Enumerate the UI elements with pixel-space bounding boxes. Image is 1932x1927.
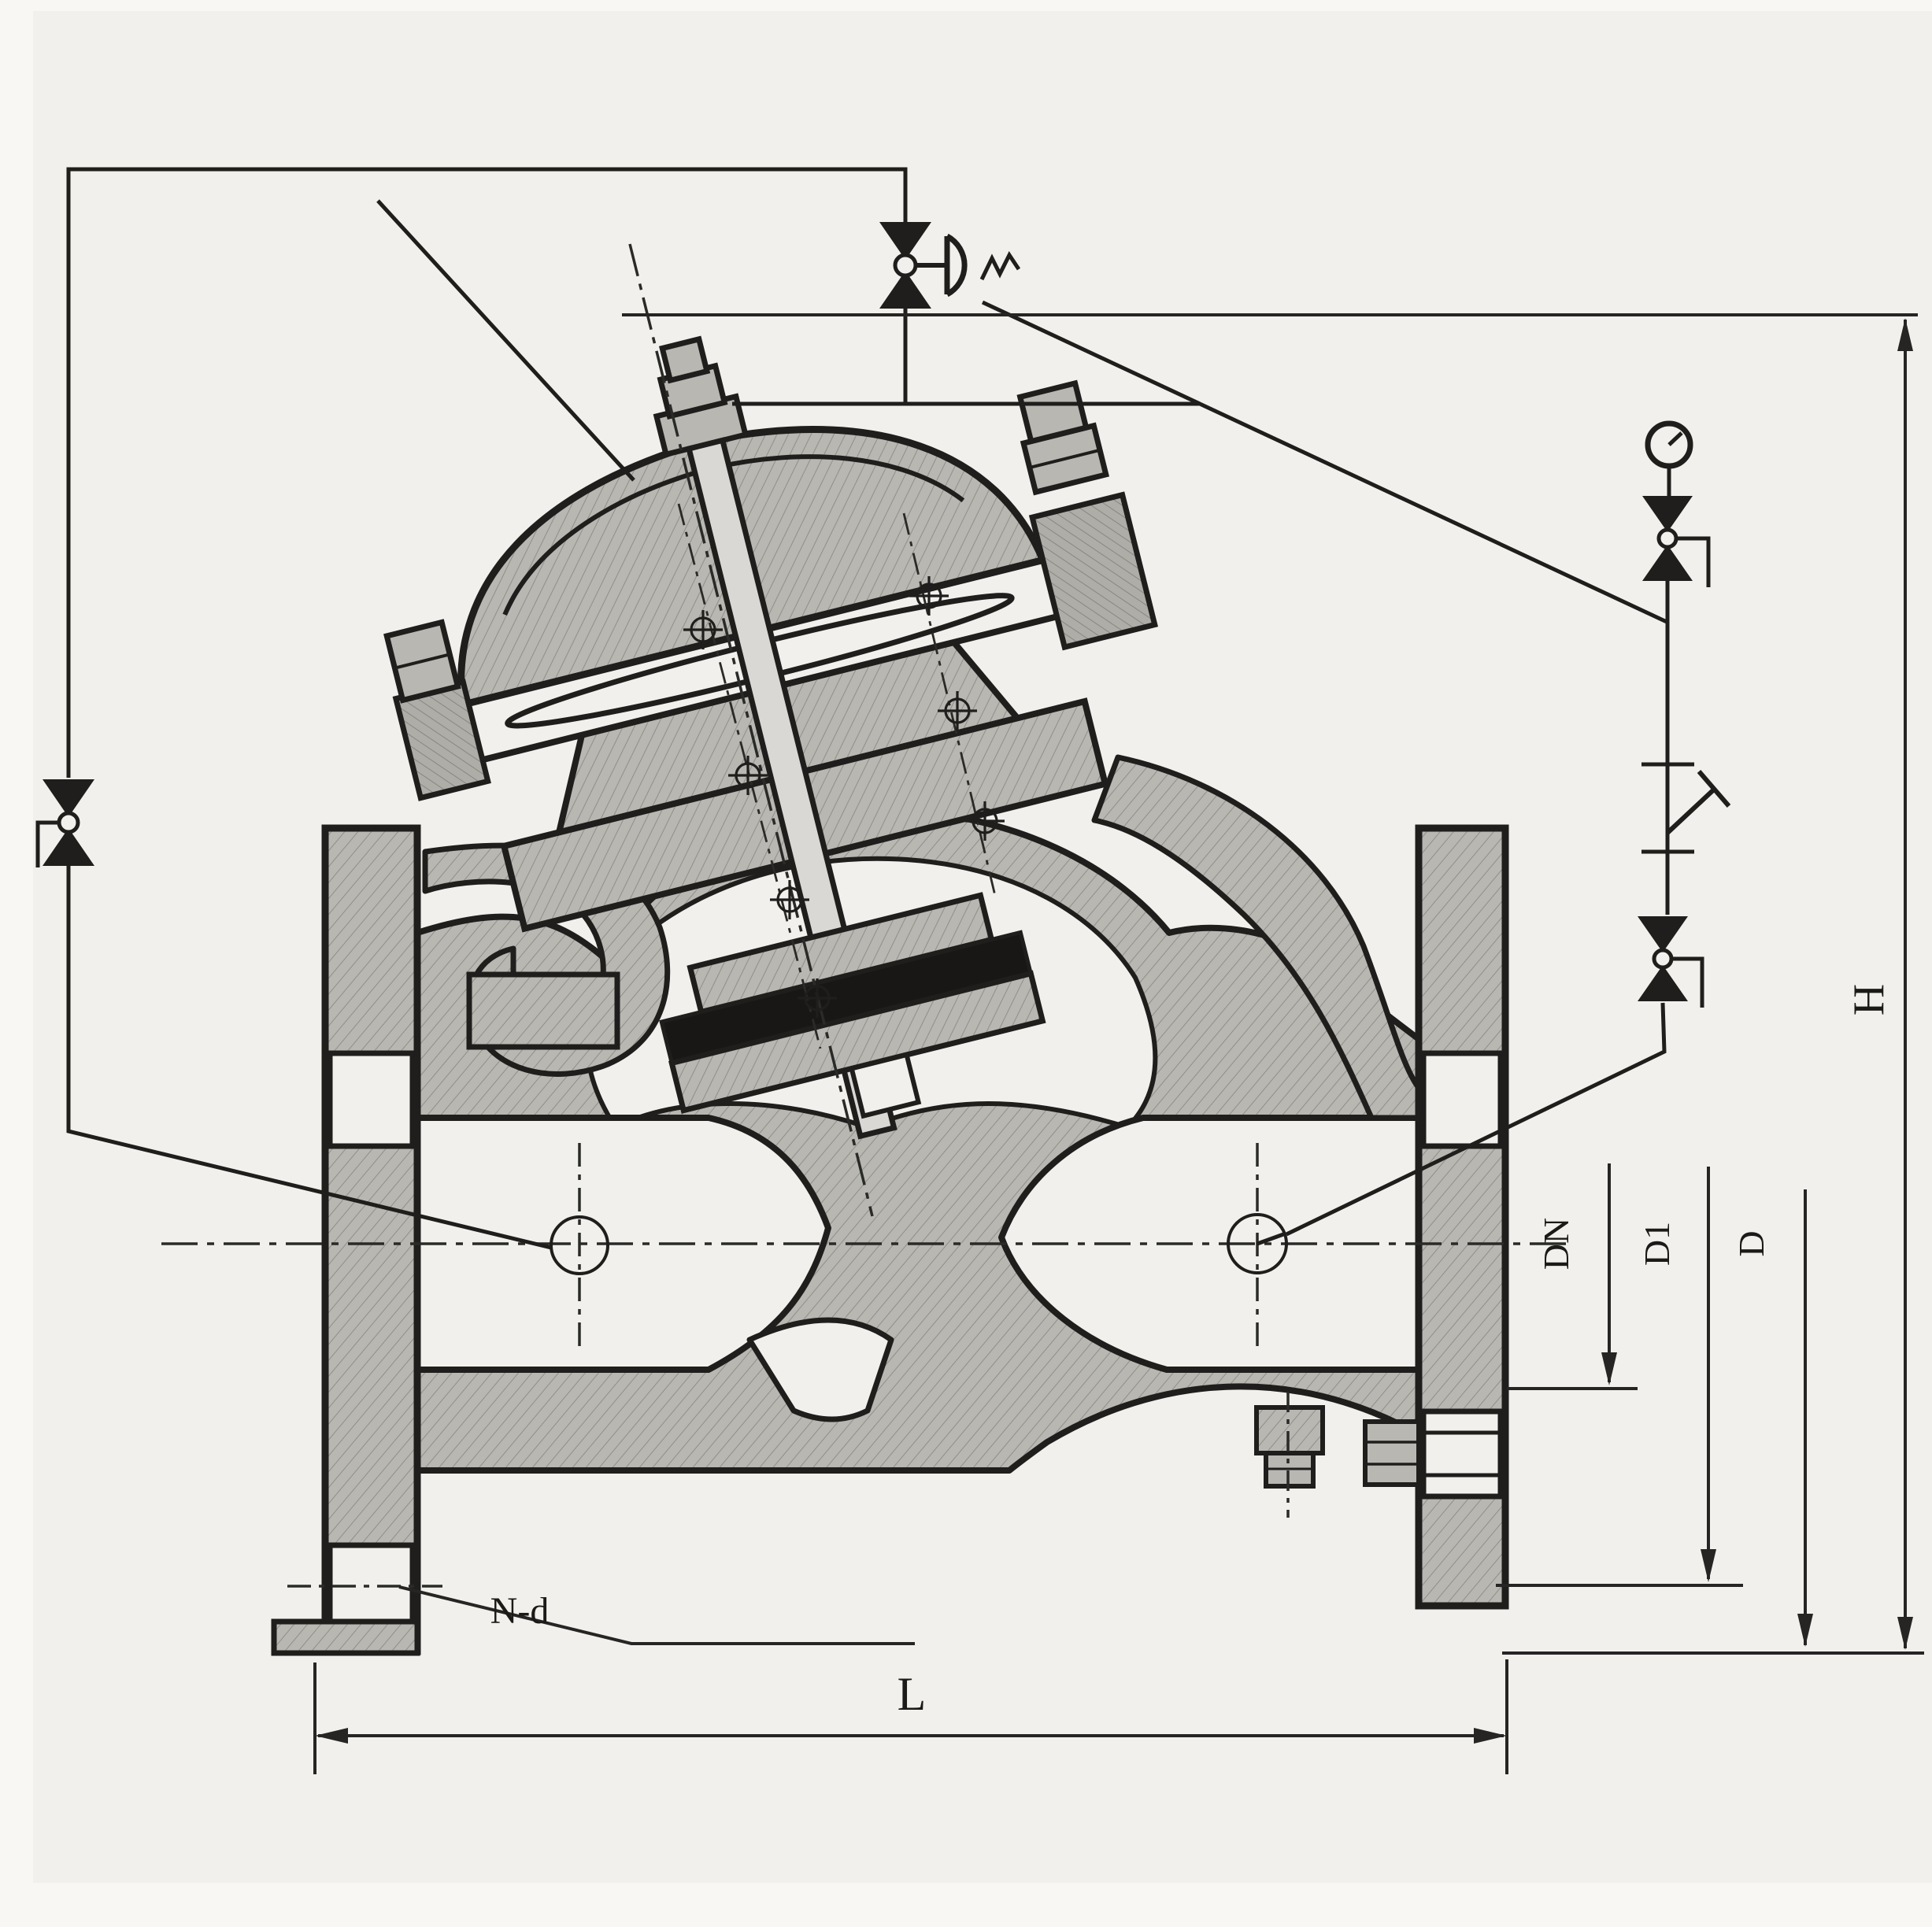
arrow-right bbox=[1474, 1728, 1507, 1744]
bolt-hole-circles bbox=[550, 1213, 1288, 1275]
valve-elbow-mark bbox=[1672, 956, 1704, 1008]
needle-valve-icon bbox=[879, 222, 931, 309]
right-upper-pilot-valve bbox=[1642, 496, 1711, 587]
nd-leader bbox=[398, 1585, 915, 1645]
needle-valve-icon bbox=[1642, 496, 1693, 581]
dimension-arrows bbox=[315, 318, 1913, 1744]
crosshair-circle-left bbox=[550, 1215, 609, 1275]
cover-leader-line bbox=[376, 199, 635, 482]
valve-stem-circle bbox=[57, 811, 80, 834]
scan-edge-top bbox=[0, 0, 1932, 11]
crosshair-small bbox=[770, 880, 809, 919]
pilot-line-left-down bbox=[66, 866, 552, 1250]
saddle-window bbox=[746, 1317, 894, 1422]
valve-stem-circle bbox=[1652, 948, 1674, 970]
strainer-icon bbox=[1665, 770, 1731, 835]
pilot-leader-diagonal bbox=[981, 300, 1668, 624]
left-flange bbox=[271, 824, 421, 1656]
right-pilot-assembly bbox=[1638, 420, 1731, 1008]
left-flange-foot bbox=[271, 1618, 420, 1656]
diaphragm-actuator bbox=[383, 335, 1158, 1140]
right-flange-hole-lower bbox=[1420, 1408, 1504, 1500]
pressure-gauge-icon bbox=[1645, 420, 1693, 469]
guide-step-block bbox=[466, 971, 620, 1050]
scan-edge-bottom bbox=[0, 1883, 1932, 1927]
arrow-up bbox=[1897, 318, 1913, 351]
valve-stem-circle bbox=[1656, 527, 1678, 549]
dimension-label-D: D bbox=[1731, 1230, 1771, 1256]
valve-elbow-mark bbox=[1677, 536, 1711, 587]
section-bolt-marks bbox=[683, 576, 1005, 1018]
scan-edge-left bbox=[0, 0, 33, 1927]
valve-elbow-mark bbox=[35, 820, 58, 867]
needle-valve-icon bbox=[1638, 916, 1688, 1001]
needle-valve-icon bbox=[43, 779, 94, 866]
gauge-needle bbox=[1667, 431, 1683, 446]
stem-centerline bbox=[628, 243, 874, 1217]
right-flange-hole-upper bbox=[1420, 1050, 1504, 1149]
actuator-right-lug bbox=[1016, 379, 1158, 651]
crosshair-small bbox=[938, 691, 977, 730]
pilot-line-right-down bbox=[1285, 1002, 1667, 1237]
drain-plug bbox=[1254, 1405, 1325, 1489]
crosshair-small bbox=[728, 756, 768, 795]
pilot-line-right-tip bbox=[1257, 1231, 1286, 1246]
crosshair-small bbox=[909, 576, 949, 616]
crosshair-small bbox=[798, 978, 837, 1018]
left-pilot-valve bbox=[35, 779, 94, 867]
spring-squiggle-icon bbox=[979, 251, 1021, 281]
left-flange-column bbox=[321, 824, 421, 1655]
right-flange bbox=[1363, 824, 1509, 1610]
crosshair-small bbox=[683, 610, 723, 649]
dimension-label-D1: D1 bbox=[1637, 1222, 1677, 1266]
seat-disc-assembly bbox=[659, 892, 1046, 1119]
arrow-down bbox=[1601, 1352, 1617, 1385]
dimension-labels: H L N-d DN D1 D bbox=[490, 984, 1893, 1720]
top-pilot-valve bbox=[879, 222, 1021, 309]
centerlines bbox=[161, 1143, 1571, 1588]
pilot-piping bbox=[66, 167, 1671, 1250]
dimension-lines bbox=[313, 313, 1924, 1774]
left-flange-hole-lower bbox=[327, 1542, 416, 1626]
valve-body bbox=[328, 754, 1422, 1489]
dimension-label-DN: DN bbox=[1536, 1218, 1576, 1270]
actuator-left-lug bbox=[383, 619, 491, 801]
arrow-down bbox=[1797, 1614, 1813, 1647]
dimension-label-H: H bbox=[1845, 984, 1893, 1015]
crosshair-small bbox=[965, 801, 1005, 841]
arrow-down bbox=[1701, 1549, 1716, 1582]
dimension-label-L: L bbox=[898, 1668, 927, 1720]
pilot-line-top-left bbox=[66, 167, 908, 778]
arrow-down bbox=[1897, 1617, 1913, 1650]
valve-stem-circle bbox=[893, 253, 918, 278]
diaphragm-pilot-icon bbox=[944, 233, 968, 298]
crosshair-circle-right bbox=[1227, 1213, 1288, 1274]
right-lower-pilot-valve bbox=[1638, 916, 1704, 1008]
arrow-left bbox=[315, 1728, 348, 1744]
left-flange-hole-upper bbox=[327, 1050, 416, 1149]
dimension-label-Nd: N-d bbox=[490, 1590, 550, 1632]
flange-bolt-nut bbox=[1363, 1419, 1499, 1487]
